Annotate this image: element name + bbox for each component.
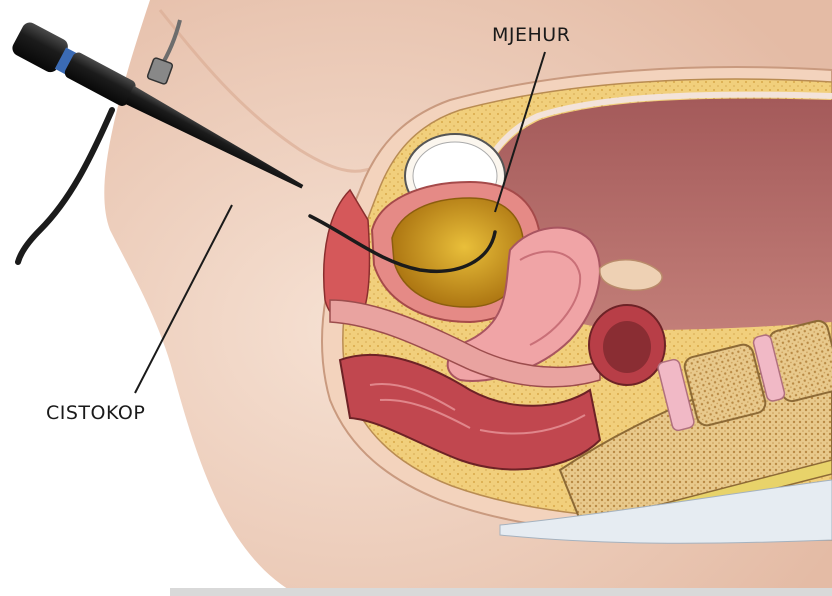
- sigmoid-lumen: [603, 321, 651, 373]
- cystoscope-label: CISTOKOP: [46, 402, 145, 424]
- scope-handle: [63, 50, 138, 108]
- bladder-label: MJEHUR: [492, 24, 570, 46]
- scope-cable: [18, 110, 112, 262]
- ground-shadow: [170, 588, 832, 596]
